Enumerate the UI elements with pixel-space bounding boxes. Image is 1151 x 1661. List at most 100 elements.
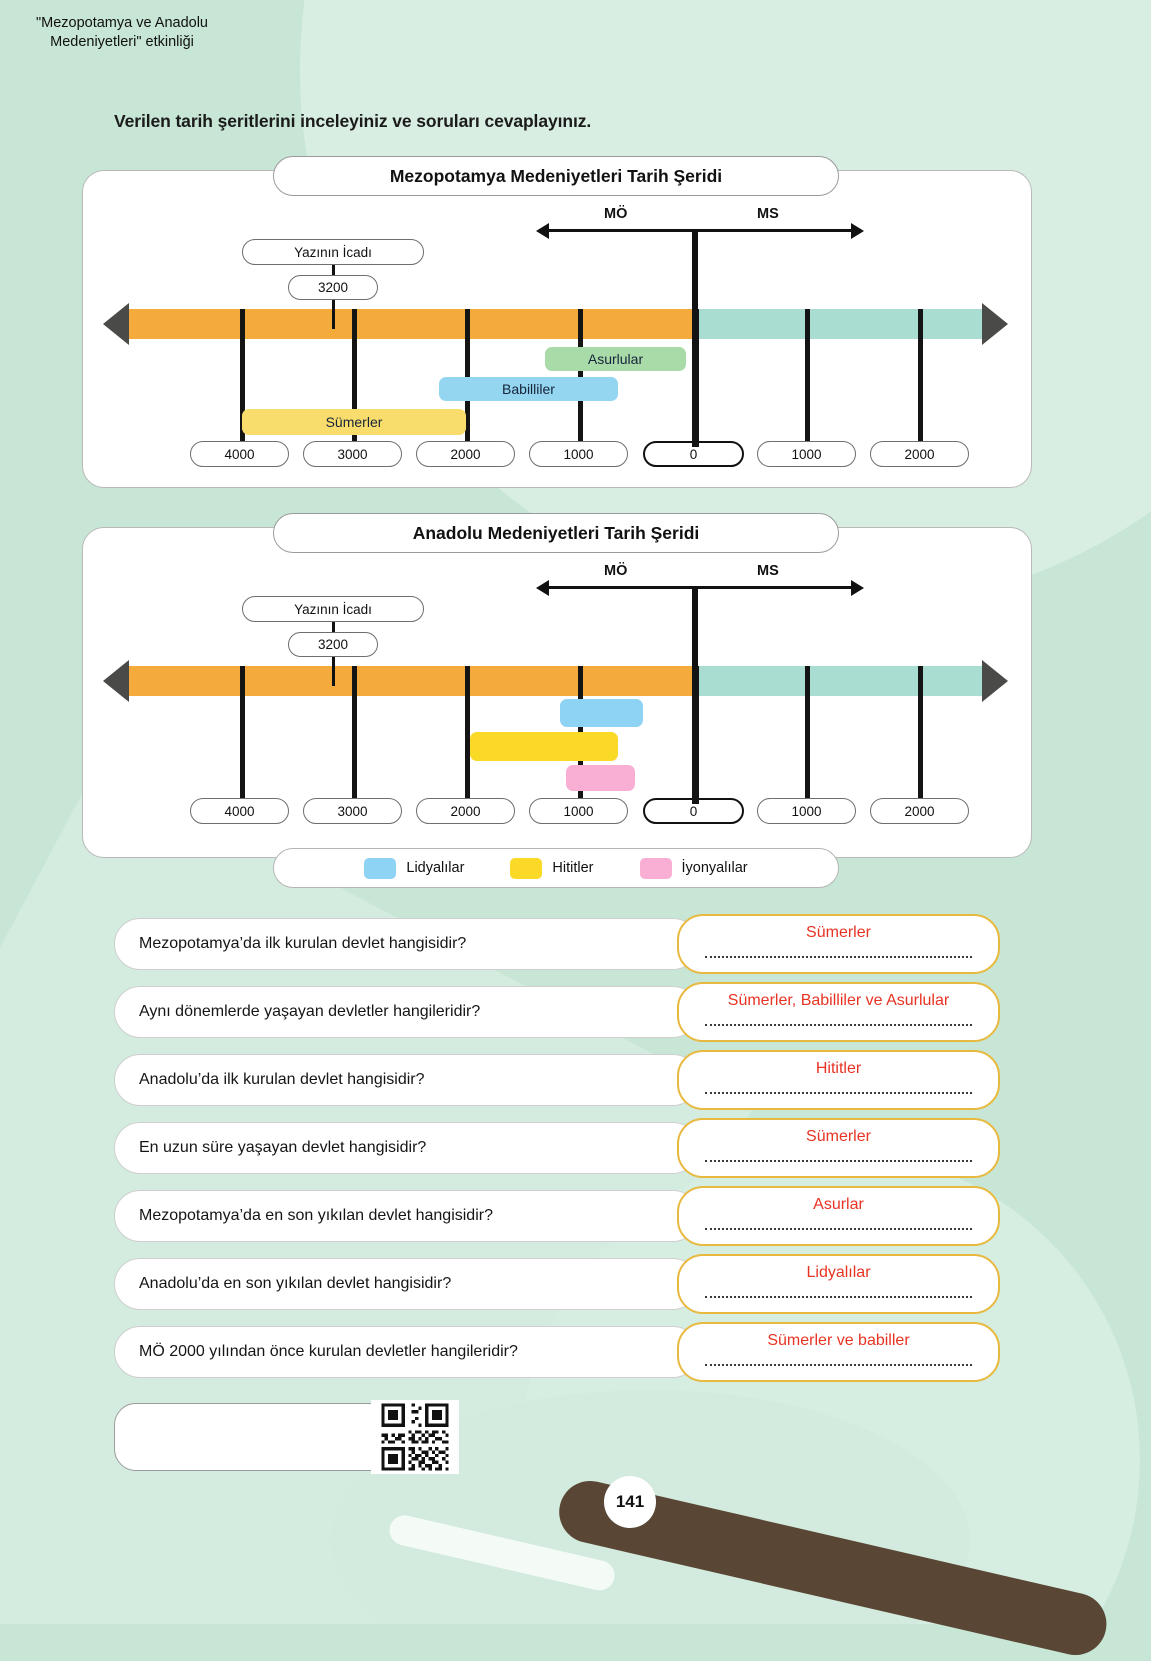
answer-text: Lidyalılar — [806, 1264, 871, 1281]
band-segment-ad-2 — [693, 666, 982, 696]
date-pill-1000-ad-2: 1000 — [757, 798, 856, 824]
timeline-band-1 — [129, 309, 982, 339]
question-text: MÖ 2000 yılından önce kurulan devletler … — [114, 1326, 699, 1378]
answer-field[interactable]: Sümerler — [677, 914, 1000, 974]
date-pill-3000-1: 3000 — [303, 441, 402, 467]
date-pill-2000-ad-2: 2000 — [870, 798, 969, 824]
legend-item-lidyalilar: Lidyalılar — [364, 857, 465, 879]
civilization-bar-asurlular: Asurlular — [545, 347, 686, 371]
legend-label-lidyalilar: Lidyalılar — [406, 860, 465, 876]
date-pill-2000-1: 2000 — [416, 441, 515, 467]
answer-dotted-line — [705, 1226, 972, 1230]
legend-item-hititler: Hititler — [510, 857, 594, 879]
band-arrow-right-icon-2 — [982, 660, 1008, 702]
timeline-legend: Lidyalılar Hititler İyonyalılar — [273, 848, 839, 888]
tick-zero-2 — [692, 666, 699, 804]
date-pill-4000-1: 4000 — [190, 441, 289, 467]
civilization-bar-lidyalilar — [560, 699, 643, 727]
answer-text: Hititler — [815, 1060, 862, 1077]
answer-field[interactable]: Asurlar — [677, 1186, 1000, 1246]
callout-writing-invention-label-2: Yazının İcadı — [242, 596, 424, 622]
tick-zero-1 — [692, 309, 699, 447]
question-row: Mezopotamya’da ilk kurulan devlet hangis… — [114, 914, 1000, 974]
era-label-bc-2: MÖ — [604, 563, 628, 579]
answer-dotted-line — [705, 1294, 972, 1298]
band-arrow-right-icon-1 — [982, 303, 1008, 345]
era-arrowhead-right-icon — [851, 223, 864, 239]
legend-item-iyonyalilar: İyonyalılar — [639, 857, 748, 879]
tick-3000-1 — [352, 309, 357, 447]
page-heading: Verilen tarih şeritlerini inceleyiniz ve… — [114, 111, 592, 131]
qr-code[interactable] — [371, 1400, 459, 1474]
era-label-ad-2: MS — [757, 563, 779, 579]
era-label-ad: MS — [757, 206, 779, 222]
answer-text: Asurlar — [813, 1196, 864, 1213]
answer-field[interactable]: Hititler — [677, 1050, 1000, 1110]
date-pill-1000-bc-1: 1000 — [529, 441, 628, 467]
callout-stem-lower-1 — [332, 300, 335, 329]
band-arrow-left-icon-2 — [103, 660, 129, 702]
question-text: Mezopotamya’da en son yıkılan devlet han… — [114, 1190, 699, 1242]
tick-3000-2 — [352, 666, 357, 804]
callout-stem-upper-1 — [332, 265, 335, 276]
tick-2000-2 — [465, 666, 470, 804]
era-arrowhead-left-icon-2 — [536, 580, 549, 596]
date-pill-1000-bc-2: 1000 — [529, 798, 628, 824]
era-axis-line-2 — [548, 586, 852, 589]
legend-label-iyonyalilar: İyonyalılar — [681, 860, 748, 876]
date-pill-1000-ad-1: 1000 — [757, 441, 856, 467]
question-row: MÖ 2000 yılından önce kurulan devletler … — [114, 1322, 1000, 1382]
answer-dotted-line — [705, 1090, 972, 1094]
civilization-bar-sumerler: Sümerler — [242, 409, 466, 435]
band-segment-bc-2 — [129, 666, 693, 696]
band-arrow-left-icon-1 — [103, 303, 129, 345]
answer-field[interactable]: Sümerler — [677, 1118, 1000, 1178]
callout-stem-upper-2 — [332, 622, 335, 633]
question-row: En uzun süre yaşayan devlet hangisidir? … — [114, 1118, 1000, 1178]
era-label-bc: MÖ — [604, 206, 628, 222]
callout-writing-invention-year-2: 3200 — [288, 632, 378, 657]
question-row: Aynı dönemlerde yaşayan devletler hangil… — [114, 982, 1000, 1042]
date-pill-2000-ad-1: 2000 — [870, 441, 969, 467]
tick-2000-ad-2 — [918, 666, 923, 804]
answer-field[interactable]: Sümerler, Babilliler ve Asurlular — [677, 982, 1000, 1042]
tick-1000-ad-2 — [805, 666, 810, 804]
legend-swatch-hititler — [510, 857, 543, 879]
date-pill-2000-2: 2000 — [416, 798, 515, 824]
answer-dotted-line — [705, 1158, 972, 1162]
era-zero-stem-2 — [692, 586, 698, 672]
answer-dotted-line — [705, 1022, 972, 1026]
answer-dotted-line — [705, 954, 972, 958]
legend-swatch-lidyalilar — [364, 857, 397, 879]
question-text: Anadolu’da ilk kurulan devlet hangisidir… — [114, 1054, 699, 1106]
answer-text: Sümerler — [806, 1128, 871, 1145]
callout-writing-invention-label-1: Yazının İcadı — [242, 239, 424, 265]
band-segment-ad-1 — [693, 309, 982, 339]
timeline-band-2 — [129, 666, 982, 696]
answer-text: Sümerler, Babilliler ve Asurlular — [727, 992, 950, 1009]
timeline-title-mezopotamya: Mezopotamya Medeniyetleri Tarih Şeridi — [273, 156, 839, 196]
legend-label-hititler: Hititler — [552, 860, 594, 876]
civilization-bar-babilliler: Babilliler — [439, 377, 618, 401]
question-row: Mezopotamya’da en son yıkılan devlet han… — [114, 1186, 1000, 1246]
civilization-bar-hititler — [470, 732, 618, 761]
band-segment-bc-1 — [129, 309, 693, 339]
tick-4000-2 — [240, 666, 245, 804]
era-arrowhead-right-icon-2 — [851, 580, 864, 596]
callout-stem-lower-2 — [332, 657, 335, 686]
question-text: En uzun süre yaşayan devlet hangisidir? — [114, 1122, 699, 1174]
tick-1000-ad-1 — [805, 309, 810, 447]
tick-2000-ad-1 — [918, 309, 923, 447]
answer-field[interactable]: Lidyalılar — [677, 1254, 1000, 1314]
activity-footer-line1: "Mezopotamya ve Anadolu — [35, 15, 208, 31]
activity-footer-text: "Mezopotamya ve Anadolu Medeniyetleri" e… — [16, 14, 228, 52]
date-pill-4000-2: 4000 — [190, 798, 289, 824]
era-arrowhead-left-icon — [536, 223, 549, 239]
question-text: Aynı dönemlerde yaşayan devletler hangil… — [114, 986, 699, 1038]
callout-writing-invention-year-1: 3200 — [288, 275, 378, 300]
activity-footer-line2: Medeniyetleri" etkinliği — [50, 34, 194, 50]
tick-4000-1 — [240, 309, 245, 447]
civilization-bar-iyonyalilar — [566, 765, 635, 791]
answer-field[interactable]: Sümerler ve babiller — [677, 1322, 1000, 1382]
legend-swatch-iyonyalilar — [639, 857, 672, 879]
